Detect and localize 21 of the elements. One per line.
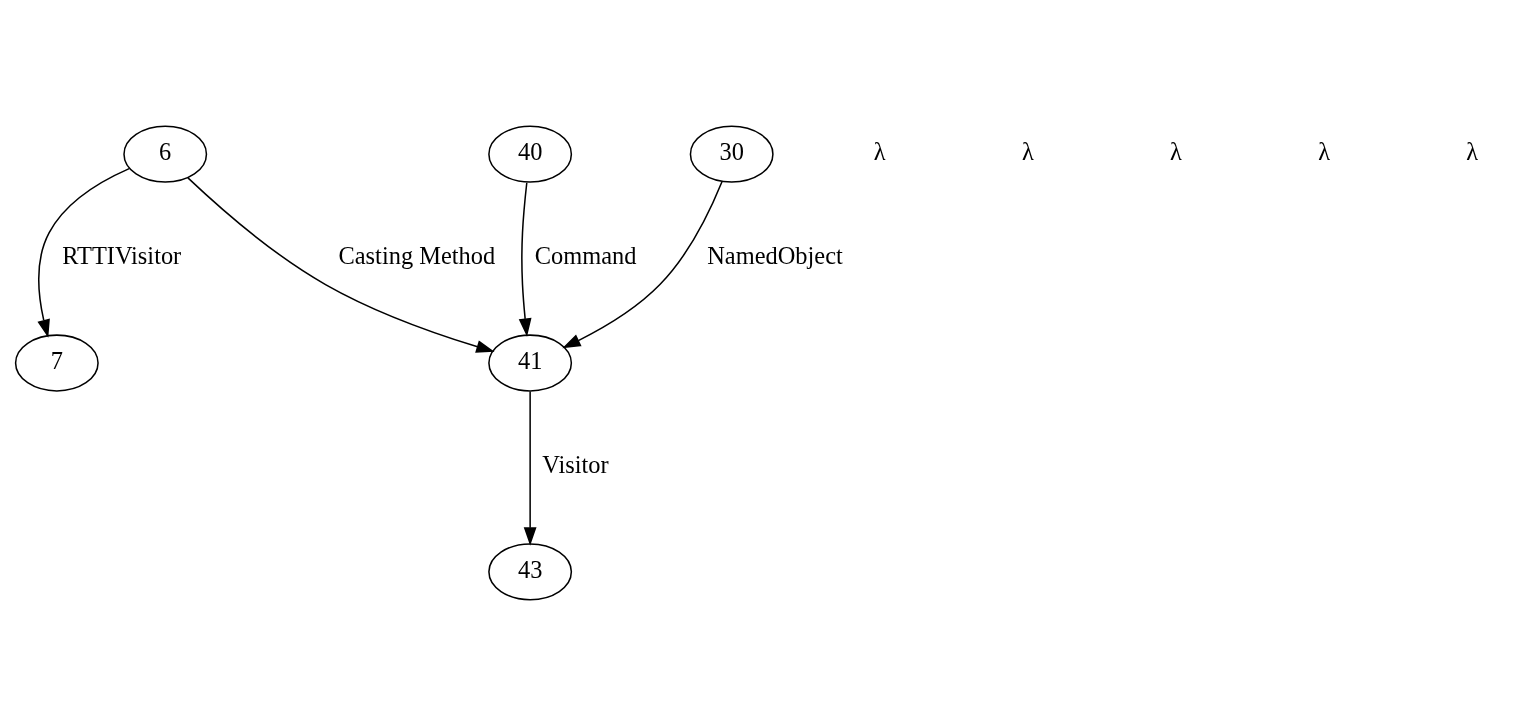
edge-label: NamedObject [707, 241, 843, 269]
label: λ [1318, 137, 1330, 165]
node-ellipse: 7 [14, 333, 99, 392]
node-ellipse: 41 [488, 333, 573, 392]
edge-label: RTTIVisitor [62, 241, 182, 269]
edge-label: Visitor [542, 450, 609, 478]
arrow [37, 167, 130, 338]
edge-label: Command [534, 241, 637, 269]
arrow [523, 390, 537, 546]
node-ellipse: 40 [488, 125, 573, 183]
arrow [562, 180, 723, 348]
arrow [518, 181, 532, 337]
node-ellipse: 43 [488, 542, 573, 600]
label: λ [1170, 137, 1182, 165]
edge-label: Casting Method [338, 241, 496, 269]
label: λ [1466, 137, 1479, 165]
node-ellipse: 30 [689, 125, 774, 183]
label: λ [873, 137, 886, 165]
node-ellipse: 6 [123, 125, 208, 183]
arrow [187, 176, 495, 353]
label: λ [1021, 137, 1034, 165]
